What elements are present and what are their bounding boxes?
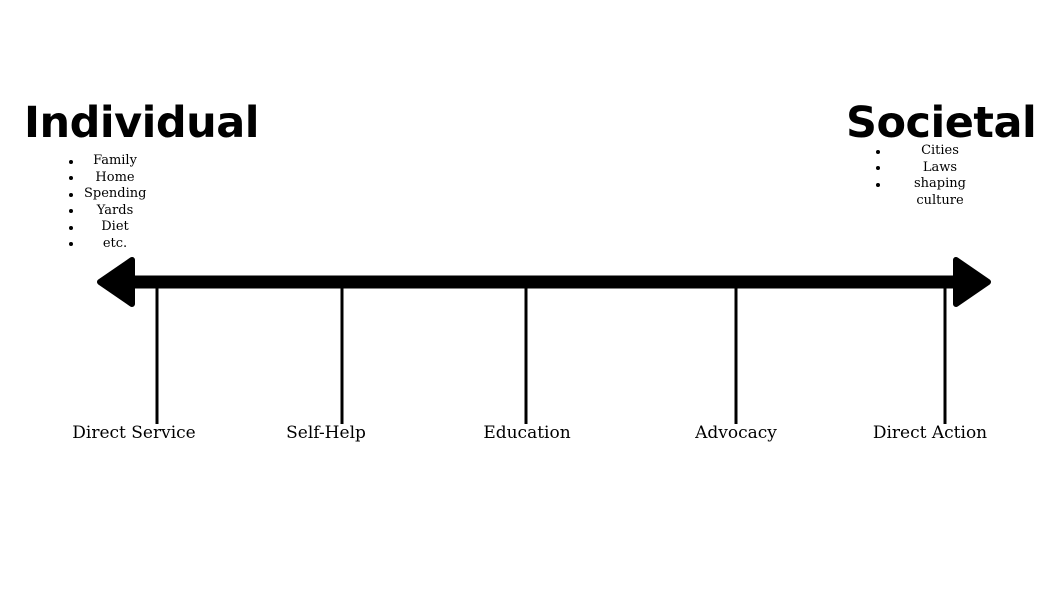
label-direct-action: Direct Action (872, 423, 988, 443)
societal-heading: Societal (846, 98, 1037, 148)
societal-list: Cities Laws shaping culture (876, 143, 990, 209)
societal-item: Cities (876, 143, 990, 160)
individual-item: etc. (69, 236, 146, 253)
societal-item: shaping culture (876, 176, 990, 209)
individual-item: Family (69, 153, 146, 170)
individual-heading: Individual (24, 98, 260, 148)
individual-list: Family Home Spending Yards Diet etc. (69, 153, 147, 253)
individual-item: Home (69, 170, 146, 187)
label-education: Education (483, 423, 571, 443)
label-self-help: Self-Help (286, 423, 366, 443)
right-arrowhead (953, 257, 991, 307)
spectrum-line (127, 275, 957, 289)
left-arrowhead (97, 257, 135, 307)
label-direct-service: Direct Service (72, 423, 196, 443)
individual-item: Diet (69, 219, 146, 236)
individual-item: Yards (69, 203, 146, 220)
societal-item: Laws (876, 160, 990, 177)
label-advocacy: Advocacy (695, 423, 777, 443)
individual-item: Spending (69, 186, 147, 202)
